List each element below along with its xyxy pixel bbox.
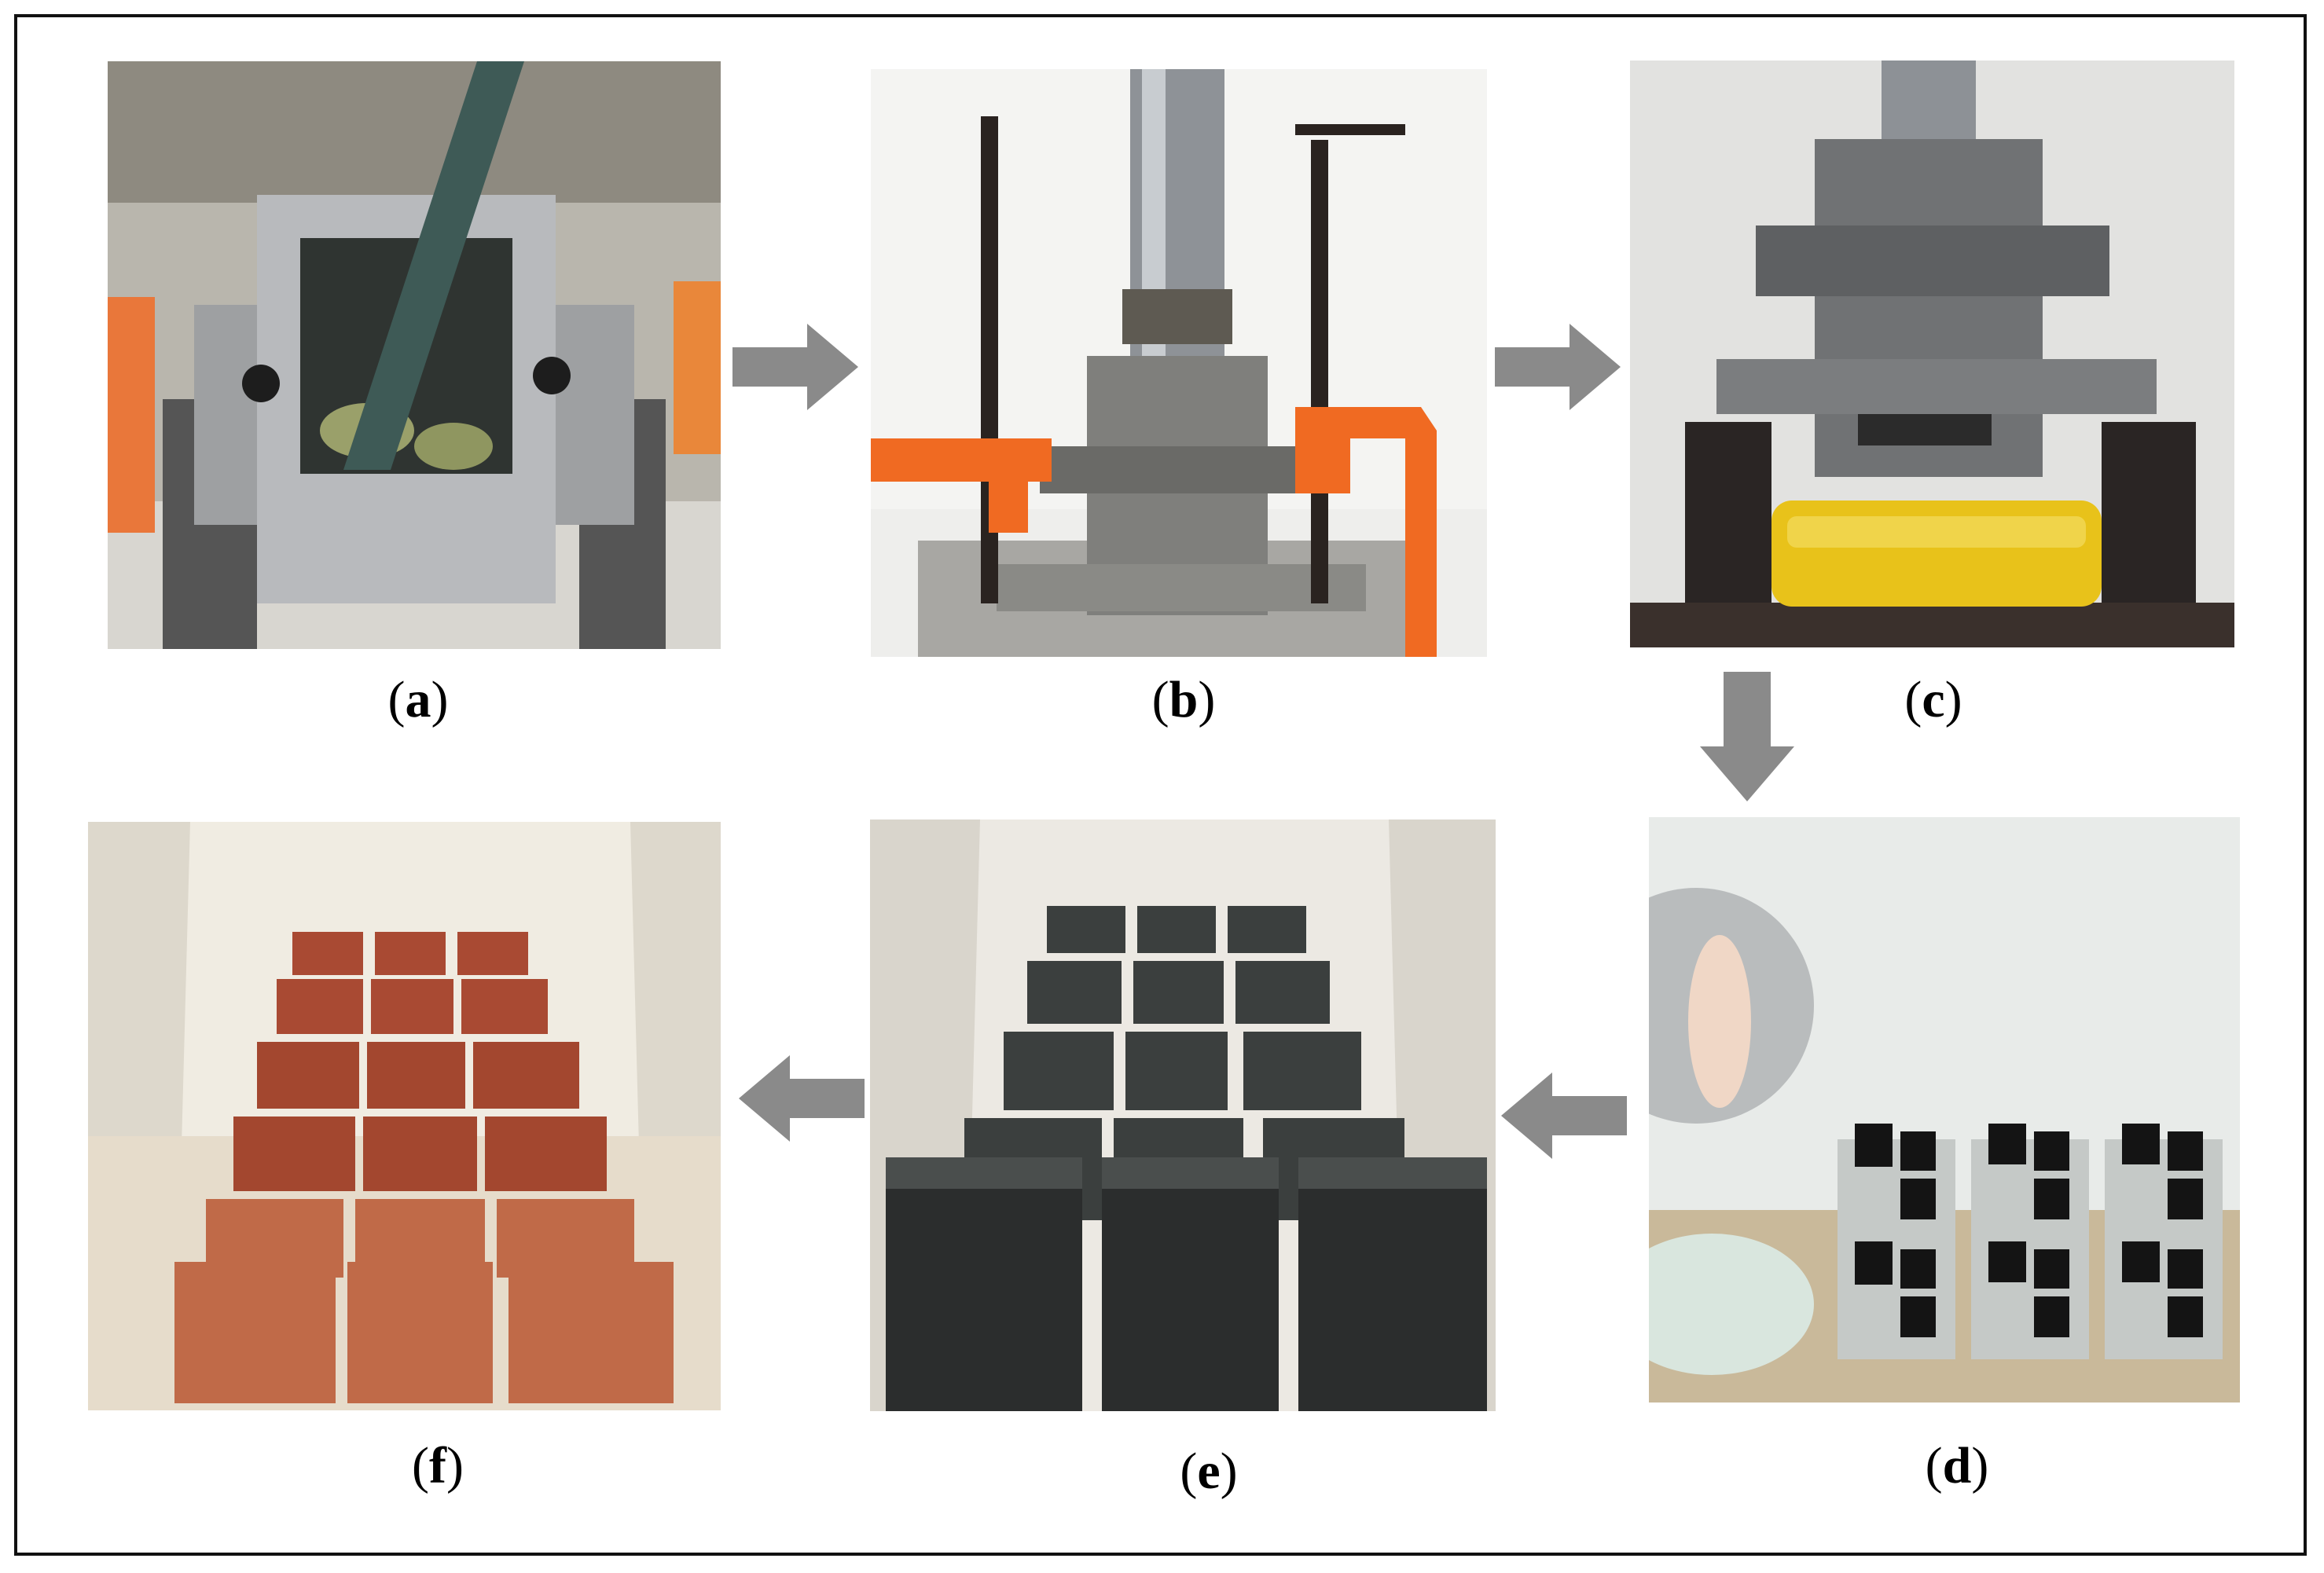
caption-f-letter: f	[429, 1437, 446, 1494]
caption-b: (b)	[1151, 671, 1216, 728]
photo-c-hot-press	[1630, 60, 2234, 647]
caption-a-letter: a	[405, 671, 431, 728]
arrow-right-a-to-b	[732, 324, 858, 410]
arrow-left-d-to-e	[1501, 1072, 1627, 1159]
figure-frame	[14, 14, 2307, 1556]
caption-e: (e)	[1180, 1443, 1238, 1500]
caption-c-letter: c	[1922, 671, 1945, 728]
photo-d-drying-specimens	[1649, 817, 2240, 1402]
photo-a-mold-tamping	[108, 61, 721, 649]
arrow-left-e-to-f	[739, 1055, 865, 1142]
caption-f: (f)	[412, 1437, 464, 1494]
caption-c: (c)	[1904, 671, 1962, 728]
photo-e-carbonized-blocks	[870, 820, 1496, 1411]
photo-b-clamped-mold-press	[871, 69, 1487, 657]
caption-d: (d)	[1925, 1437, 1989, 1494]
arrow-down-c-to-d	[1700, 672, 1794, 801]
caption-e-letter: e	[1197, 1443, 1221, 1500]
caption-b-letter: b	[1169, 671, 1199, 728]
caption-a: (a)	[387, 671, 449, 728]
caption-d-letter: d	[1942, 1437, 1972, 1494]
arrow-right-b-to-c	[1495, 324, 1621, 410]
photo-f-fired-red-blocks	[88, 822, 721, 1410]
